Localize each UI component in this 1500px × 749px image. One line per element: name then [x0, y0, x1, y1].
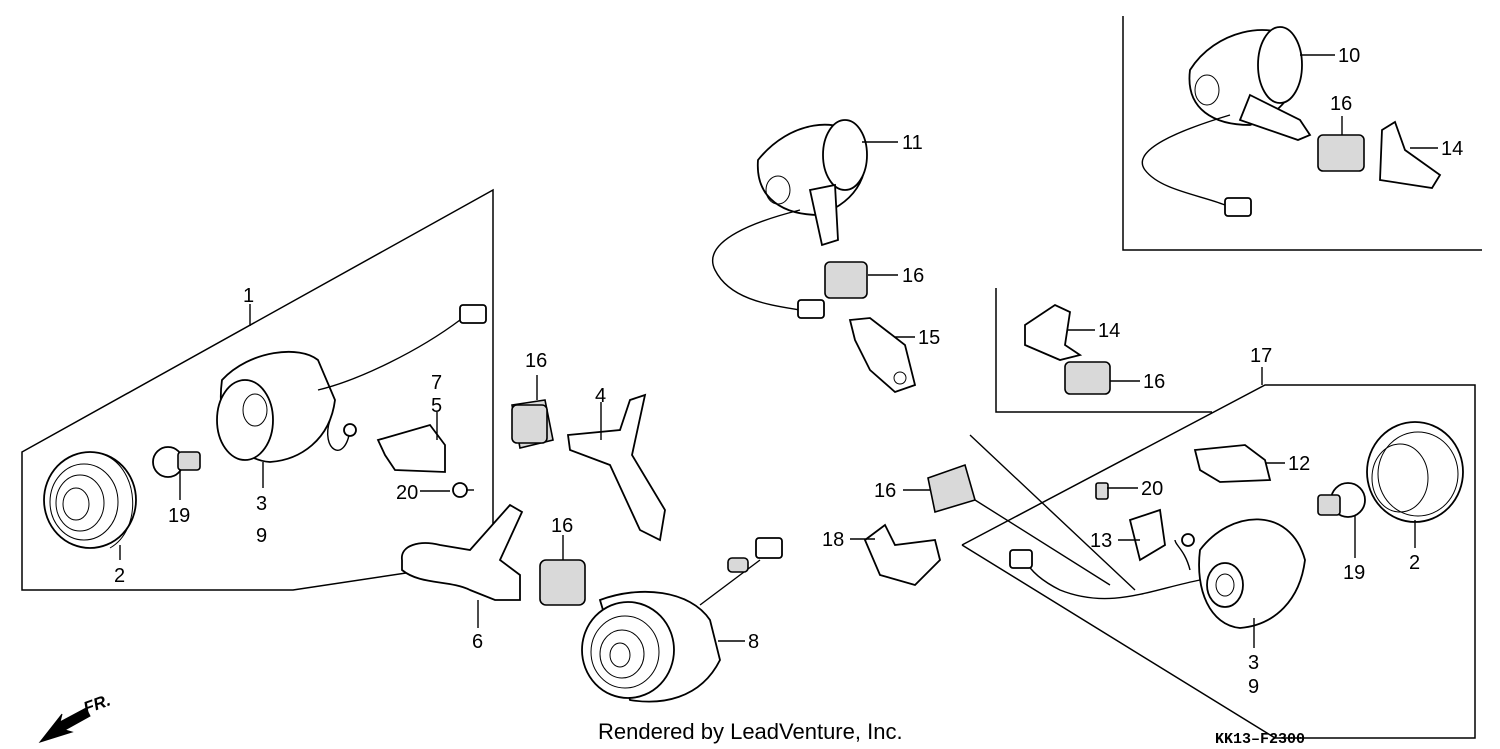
credit-text: Rendered by LeadVenture, Inc. — [598, 719, 903, 744]
winker-10 — [1141, 26, 1312, 217]
callout-19-right: 19 — [1343, 562, 1365, 584]
bracket-15 — [848, 317, 917, 394]
clamp-6 — [401, 503, 524, 601]
assembly-box-14 — [995, 288, 1212, 413]
bolt-20-left — [452, 482, 474, 498]
callout-5: 5 — [431, 395, 442, 417]
leader-18 — [974, 499, 1111, 586]
callout-16-d: 16 — [1330, 93, 1352, 115]
bracket-12 — [1193, 444, 1272, 483]
callout-4: 4 — [595, 385, 606, 407]
callout-7: 7 — [431, 372, 442, 394]
callout-11: 11 — [902, 132, 923, 154]
front-direction-label: FR. — [81, 691, 113, 718]
callout-19-left: 19 — [168, 505, 190, 527]
bracket-14-top — [1379, 120, 1442, 189]
assembly-box-1 — [21, 188, 494, 591]
callout-10: 10 — [1338, 45, 1360, 67]
housing-3-right — [1009, 518, 1306, 629]
callout-12: 12 — [1288, 453, 1310, 475]
cushion-16-b — [539, 559, 586, 606]
diagram-code: KK13–F2300 — [1215, 731, 1305, 748]
lens-2-left — [43, 451, 137, 549]
callout-16-f: 16 — [874, 480, 896, 502]
winker-8 — [581, 537, 783, 703]
callout-16-b: 16 — [551, 515, 573, 537]
assembly-box-17 — [961, 384, 1476, 739]
bracket-14-mid — [1024, 303, 1083, 361]
leader-16f — [969, 434, 1136, 591]
cushion-16-c — [824, 261, 868, 299]
cushion-16-e — [1064, 361, 1111, 395]
bracket-18 — [863, 523, 941, 587]
callout-14-top: 14 — [1441, 138, 1463, 160]
callout-2-right: 2 — [1409, 552, 1420, 574]
bulb-19-right — [1317, 482, 1366, 518]
callout-16-a: 16 — [525, 350, 547, 372]
front-arrow-icon: FR. — [38, 691, 113, 743]
callout-9-right: 9 — [1248, 676, 1259, 698]
cushion-16-f — [927, 463, 976, 514]
screw-20-right — [1095, 482, 1109, 500]
lens-2-right — [1366, 421, 1464, 523]
housing-3-left — [216, 304, 487, 463]
callout-1: 1 — [243, 285, 254, 307]
bracket-13 — [1128, 508, 1166, 562]
callout-16-e: 16 — [1143, 371, 1165, 393]
callout-8: 8 — [748, 631, 759, 653]
assembly-box-10 — [1122, 16, 1482, 251]
callout-14-mid: 14 — [1098, 320, 1120, 342]
callout-13: 13 — [1090, 530, 1112, 552]
cushion-16-d — [1317, 134, 1365, 172]
winker-11 — [712, 119, 868, 319]
callout-6: 6 — [472, 631, 483, 653]
leader-lines — [119, 54, 1438, 648]
callout-9-left: 9 — [256, 525, 267, 547]
callout-20-left: 20 — [396, 482, 418, 504]
bracket-7-5 — [376, 423, 446, 473]
callout-labels: 1 2 3 9 19 7 5 20 16 4 16 6 8 11 16 15 1… — [114, 45, 1463, 698]
callout-15: 15 — [918, 327, 940, 349]
bulb-19-left — [152, 446, 201, 478]
callout-16-c: 16 — [902, 265, 924, 287]
cushion-16-a — [511, 399, 554, 449]
callout-3-left: 3 — [256, 493, 267, 515]
callout-20-right: 20 — [1141, 478, 1163, 500]
bracket-4 — [566, 393, 666, 542]
callout-18: 18 — [822, 529, 844, 551]
callout-17: 17 — [1250, 345, 1272, 367]
callout-2-left: 2 — [114, 565, 125, 587]
callout-3-right: 3 — [1248, 652, 1259, 674]
